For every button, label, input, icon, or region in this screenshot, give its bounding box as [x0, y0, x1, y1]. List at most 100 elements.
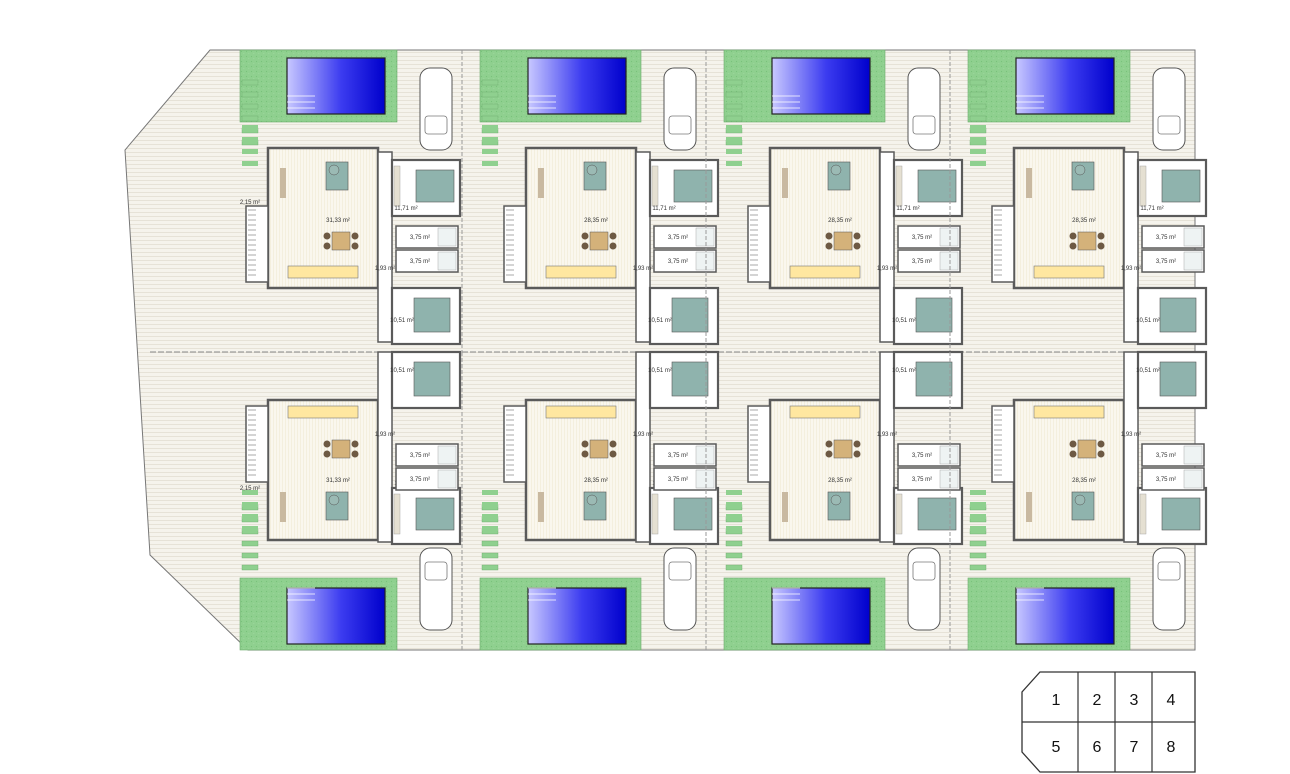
- bedroom-2-area-label: 10,51 m²: [648, 368, 672, 374]
- stepping-pad: [725, 115, 743, 122]
- bedroom-2-area-label: 10,51 m²: [1136, 368, 1160, 374]
- stepping-pad: [726, 137, 742, 142]
- stepping-pad: [482, 490, 498, 495]
- stepping-pad: [242, 125, 258, 130]
- shower-icon: [939, 445, 959, 465]
- key-cell-4: 4: [1167, 692, 1176, 709]
- shower-icon: [939, 469, 959, 489]
- shower-icon: [1183, 445, 1203, 465]
- stepping-pad: [969, 540, 987, 547]
- kitchen-counter: [545, 405, 617, 419]
- stepping-pad: [481, 115, 499, 122]
- bed-icon: [915, 361, 953, 397]
- stepping-pad: [482, 137, 498, 142]
- bathroom-1-area-label: 3,75 m²: [912, 453, 932, 459]
- stepping-pad: [726, 514, 742, 519]
- hall-area-label: 1,93 m²: [1121, 432, 1141, 438]
- chair-icon: [1097, 232, 1105, 240]
- dining-table-icon: [331, 439, 351, 459]
- hallway: [377, 151, 393, 343]
- bed-icon: [671, 297, 709, 333]
- swimming-pool: [1015, 57, 1115, 115]
- bathroom-1-area-label: 3,75 m²: [1156, 235, 1176, 241]
- bed-icon: [413, 361, 451, 397]
- unit-key-map: 1 2 3 4 5 6 7 8: [1021, 671, 1196, 773]
- chair-icon: [825, 232, 833, 240]
- chair-icon: [323, 440, 331, 448]
- chair-icon: [1069, 232, 1077, 240]
- stepping-pad: [482, 514, 498, 519]
- chair-icon: [1069, 440, 1077, 448]
- site-boundary: [124, 49, 1196, 651]
- stepping-pad: [242, 149, 258, 154]
- bathroom-2-area-label: 3,75 m²: [668, 477, 688, 483]
- stepping-pad: [970, 149, 986, 154]
- stepping-pad: [482, 125, 498, 130]
- stepping-pad: [241, 552, 259, 559]
- bedroom-2-area-label: 10,51 m²: [892, 318, 916, 324]
- bed-icon: [1159, 297, 1197, 333]
- stepping-pad: [481, 540, 499, 547]
- stepping-pad: [970, 502, 986, 507]
- bedroom-2-area-label: 10,51 m²: [390, 368, 414, 374]
- dining-table-icon: [1077, 231, 1097, 251]
- bedroom-2-area-label: 10,51 m²: [390, 318, 414, 324]
- hall-area-label: 1,93 m²: [1121, 266, 1141, 272]
- stepping-pad: [242, 137, 258, 142]
- wardrobe-icon: [1139, 493, 1147, 535]
- chair-icon: [609, 440, 617, 448]
- parked-car-icon: [907, 67, 941, 151]
- shower-icon: [939, 227, 959, 247]
- chair-icon: [1069, 450, 1077, 458]
- bedroom-1-area-label: 11,71 m²: [652, 206, 675, 212]
- staircase: [991, 205, 1015, 283]
- bed-icon: [1159, 361, 1197, 397]
- chair-icon: [581, 232, 589, 240]
- cabinet-icon: [1026, 168, 1032, 198]
- hallway: [377, 351, 393, 543]
- bathroom-2-area-label: 3,75 m²: [1156, 477, 1176, 483]
- stepping-pad: [241, 540, 259, 547]
- stepping-pad: [726, 502, 742, 507]
- chair-icon: [609, 242, 617, 250]
- stepping-pad: [482, 161, 498, 166]
- bedroom-1-area-label: 11,71 m²: [394, 206, 417, 212]
- armchair-icon: [328, 164, 340, 176]
- cabinet-icon: [280, 492, 286, 522]
- chair-icon: [581, 242, 589, 250]
- chair-icon: [581, 440, 589, 448]
- chair-icon: [853, 440, 861, 448]
- bedroom-2-area-label: 10,51 m²: [892, 368, 916, 374]
- chair-icon: [825, 242, 833, 250]
- bed-icon: [1161, 497, 1201, 531]
- stepping-pad: [969, 564, 987, 571]
- dining-table-icon: [589, 439, 609, 459]
- armchair-icon: [1074, 494, 1086, 506]
- bed-icon: [415, 497, 455, 531]
- bathroom-2-area-label: 3,75 m²: [1156, 259, 1176, 265]
- shower-icon: [939, 251, 959, 271]
- chair-icon: [853, 242, 861, 250]
- kitchen-counter: [545, 265, 617, 279]
- chair-icon: [609, 450, 617, 458]
- hallway: [635, 351, 651, 543]
- stepping-pad: [481, 103, 499, 110]
- swimming-pool: [771, 57, 871, 115]
- armchair-icon: [586, 494, 598, 506]
- stepping-pad: [241, 564, 259, 571]
- stepping-pad: [970, 125, 986, 130]
- stepping-pad: [241, 79, 259, 86]
- hallway: [635, 151, 651, 343]
- living-room: [524, 146, 638, 290]
- stepping-pad: [970, 137, 986, 142]
- stepping-pad: [242, 490, 258, 495]
- key-cell-3: 3: [1130, 692, 1139, 709]
- parked-car-icon: [1152, 67, 1186, 151]
- stepping-pad: [969, 103, 987, 110]
- stepping-pad: [969, 552, 987, 559]
- staircase: [245, 405, 269, 483]
- shower-icon: [1183, 227, 1203, 247]
